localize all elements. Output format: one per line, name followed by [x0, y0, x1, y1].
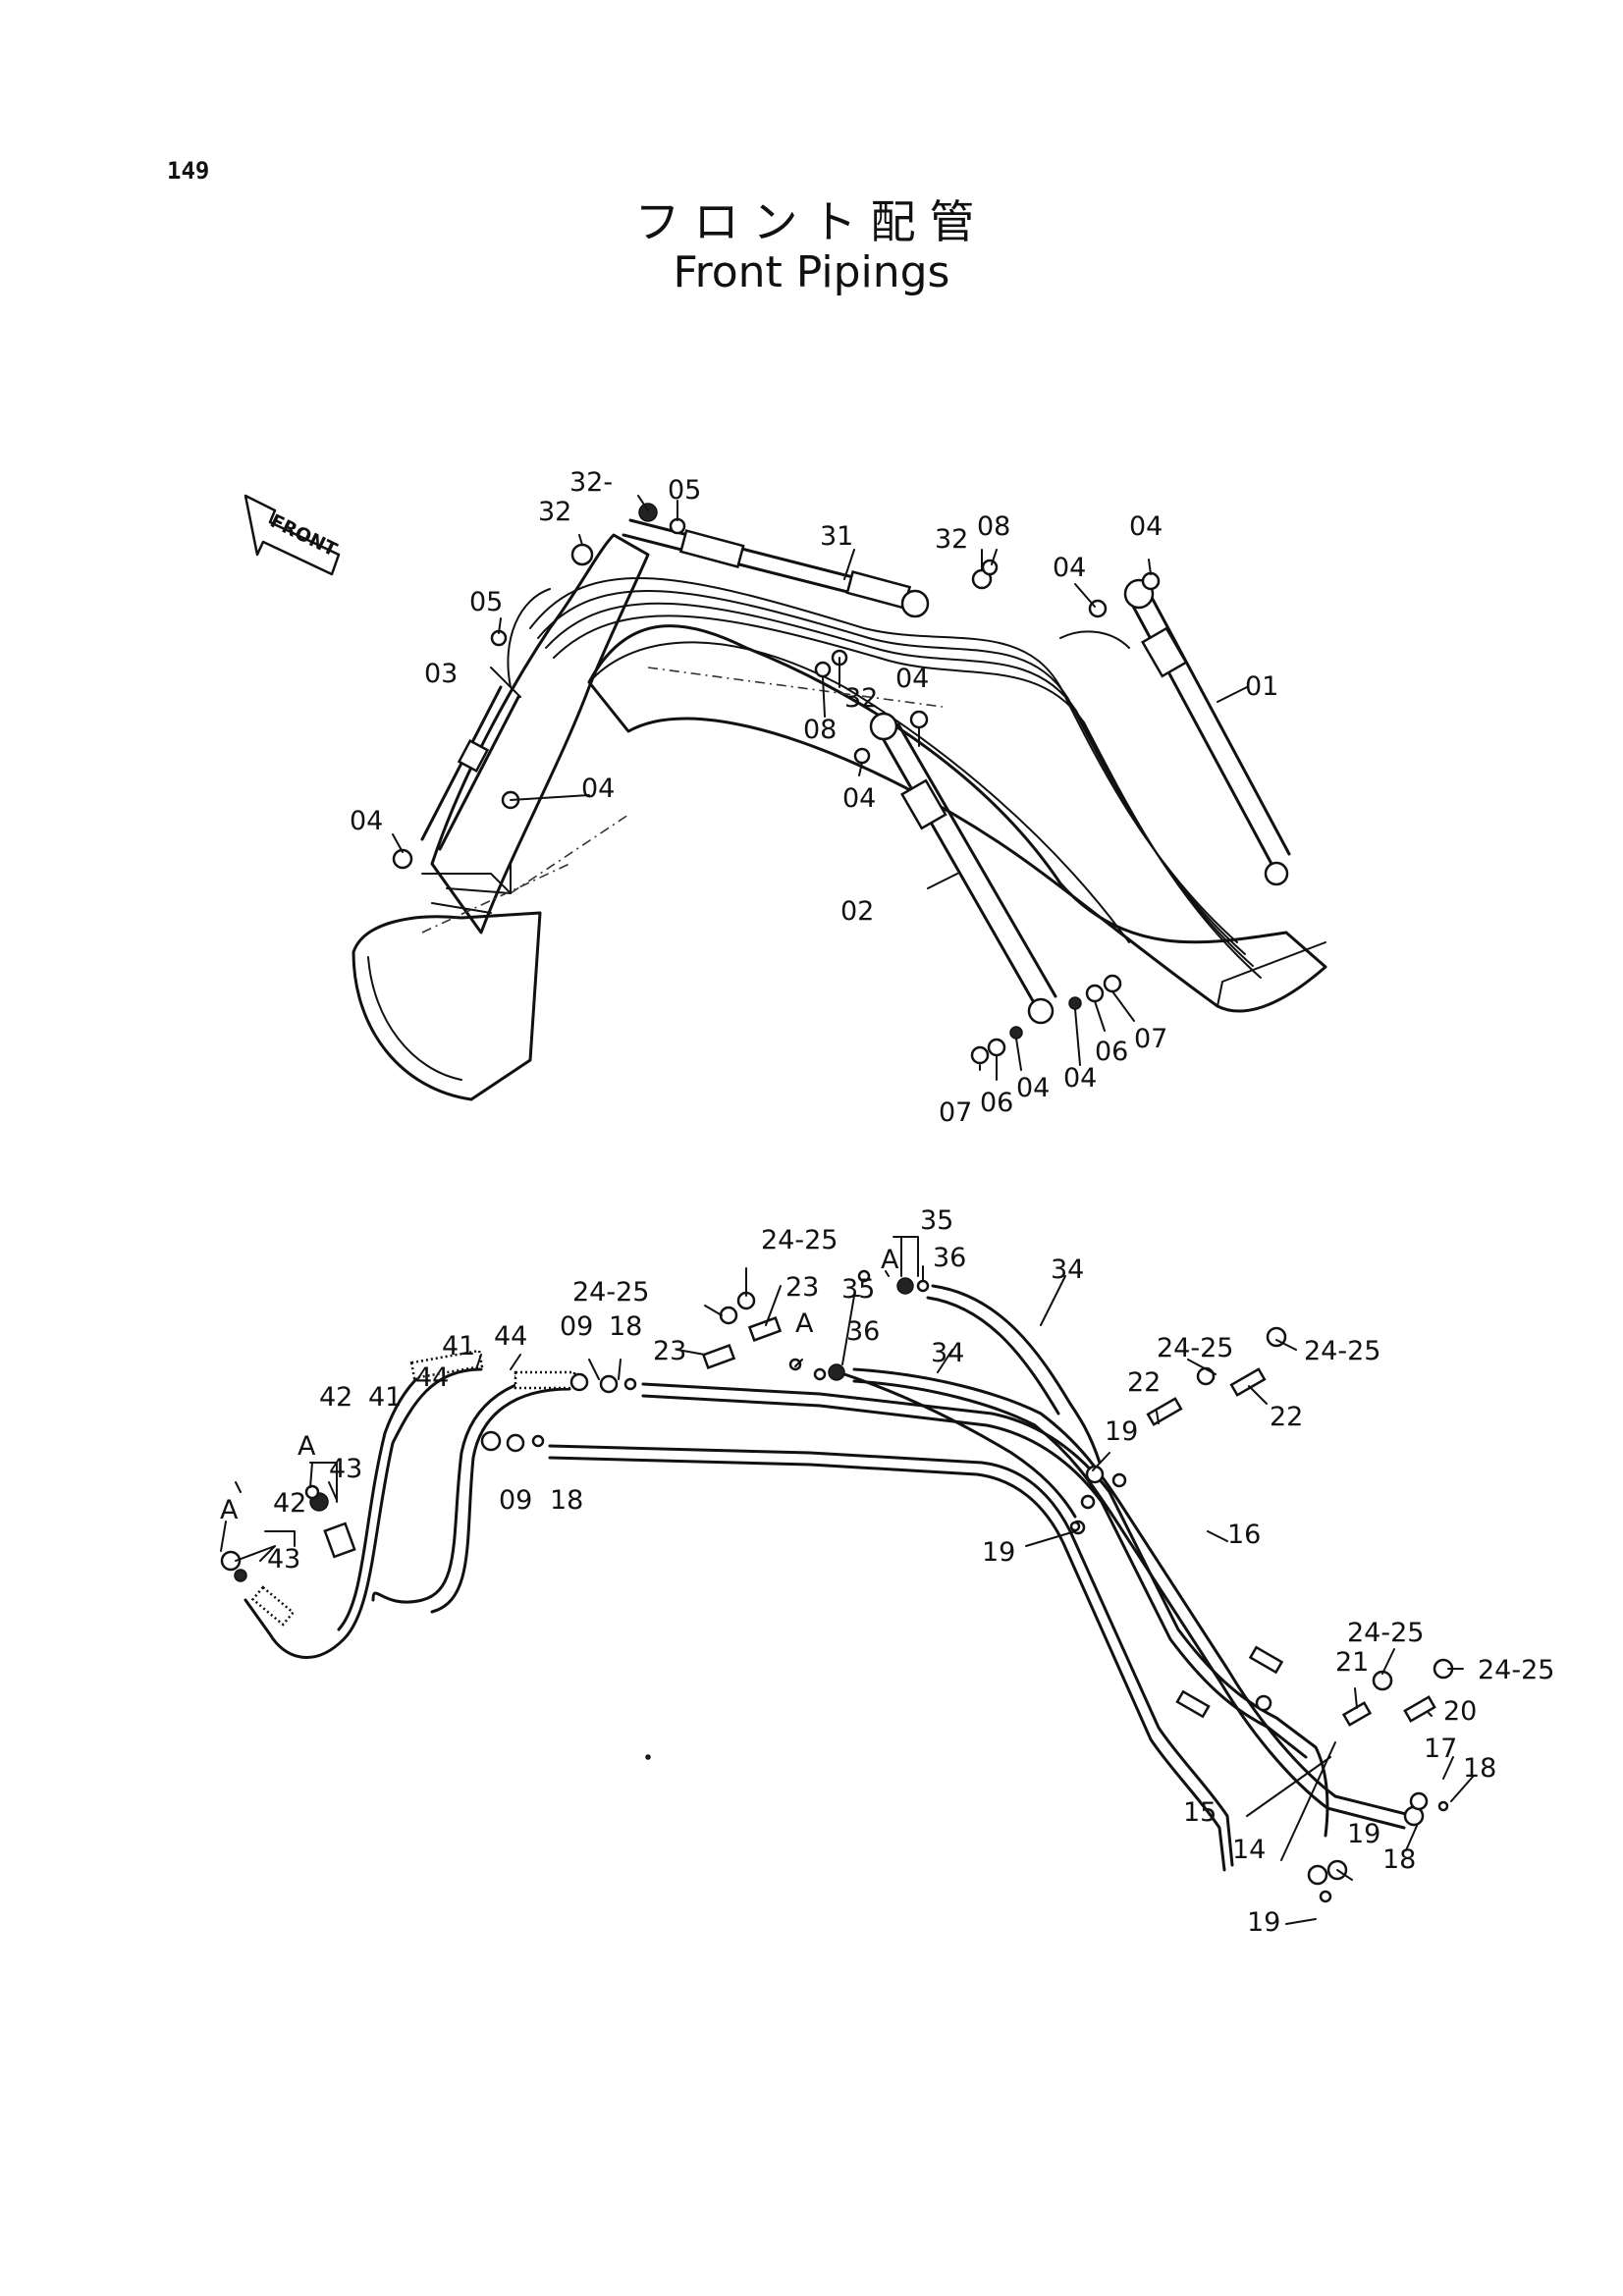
lower-callouts: 35 A 36 24-25 34 24-25 23 35 A 36 09 18 … [220, 1205, 1554, 1938]
callout-label: 24-25 [761, 1225, 838, 1255]
callout-label: 32- [569, 467, 613, 498]
callout-label: A [298, 1431, 316, 1462]
callout-label: 09 [499, 1485, 532, 1516]
title-english: Front Pipings [673, 247, 950, 297]
callout-label: 42 [319, 1382, 352, 1413]
callout-label: 24-25 [1304, 1336, 1380, 1366]
piping-assembly [220, 1236, 1474, 1925]
boom-arm-assembly [352, 495, 1327, 1101]
callout-label: 32 [844, 683, 878, 714]
callout-label: 08 [977, 511, 1010, 542]
callout-label: 31 [820, 521, 853, 552]
callout-label: 04 [842, 783, 876, 814]
callout-label: 04 [895, 664, 929, 694]
callout-label: 34 [1051, 1255, 1084, 1285]
callout-label: 18 [1382, 1844, 1416, 1875]
callout-label: 07 [1134, 1024, 1167, 1054]
callout-label: 23 [785, 1272, 819, 1303]
front-arrow-label: FRONT [267, 510, 341, 561]
callout-label: 41 [442, 1331, 475, 1362]
front-arrow-icon: FRONT [243, 494, 341, 576]
callout-label: 16 [1227, 1520, 1261, 1550]
callout-label: 18 [1463, 1753, 1496, 1784]
callout-label: 43 [267, 1544, 300, 1575]
callout-label: 36 [846, 1316, 880, 1347]
callout-label: 04 [1063, 1063, 1097, 1094]
title-japanese: フロント配管 [634, 195, 989, 248]
callout-label: 23 [653, 1336, 686, 1366]
callout-label: 08 [803, 715, 837, 745]
callout-label: 09 [560, 1311, 593, 1342]
callout-label: 06 [980, 1088, 1013, 1118]
callout-label: 18 [609, 1311, 642, 1342]
callout-label: 42 [273, 1488, 306, 1519]
callout-label: 35 [841, 1274, 875, 1305]
callout-label: 04 [1016, 1073, 1050, 1103]
callout-label: 34 [931, 1338, 964, 1368]
callout-label: 32 [538, 497, 571, 527]
callout-label: 22 [1270, 1402, 1303, 1432]
callout-label: 24-25 [1157, 1333, 1233, 1363]
callout-label: 24-25 [1478, 1655, 1554, 1685]
callout-label: 15 [1183, 1797, 1217, 1828]
callout-label: 06 [1095, 1037, 1128, 1067]
callout-label: 21 [1335, 1647, 1369, 1678]
callout-label: 19 [982, 1537, 1015, 1568]
callout-label: 18 [550, 1485, 583, 1516]
callout-label: 41 [368, 1382, 402, 1413]
page-number: 149 [167, 157, 210, 185]
callout-label: 03 [424, 659, 458, 689]
callout-label: 17 [1424, 1734, 1457, 1764]
callout-label: 44 [415, 1362, 449, 1393]
upper-callouts: 32- 05 32 31 32 08 04 04 05 03 04 32 08 … [350, 467, 1278, 1128]
callout-label: 44 [494, 1321, 527, 1352]
callout-label: 01 [1245, 671, 1278, 702]
callout-label: 02 [840, 896, 874, 927]
callout-label: 04 [1053, 553, 1086, 583]
callout-label: 19 [1247, 1907, 1280, 1938]
callout-label: 04 [581, 774, 615, 804]
callout-label: 32 [935, 524, 968, 555]
callout-label: 24-25 [572, 1277, 649, 1308]
callout-label: 05 [469, 587, 503, 617]
callout-label: A [881, 1245, 899, 1275]
callout-label: A [795, 1308, 814, 1339]
callout-label: 43 [329, 1454, 362, 1484]
callout-label: 35 [920, 1205, 953, 1236]
callout-label: 19 [1105, 1416, 1138, 1447]
callout-label: 36 [933, 1243, 966, 1273]
callout-label: 14 [1232, 1835, 1266, 1865]
callout-label: 24-25 [1347, 1618, 1424, 1648]
callout-label: 20 [1443, 1696, 1477, 1727]
callout-label: 22 [1127, 1367, 1161, 1398]
callout-label: 07 [939, 1097, 972, 1128]
callout-label: 04 [1129, 511, 1163, 542]
callout-label: 05 [668, 475, 701, 506]
callout-label: A [220, 1495, 239, 1525]
callout-label: 04 [350, 806, 383, 836]
callout-label: 19 [1347, 1819, 1380, 1849]
